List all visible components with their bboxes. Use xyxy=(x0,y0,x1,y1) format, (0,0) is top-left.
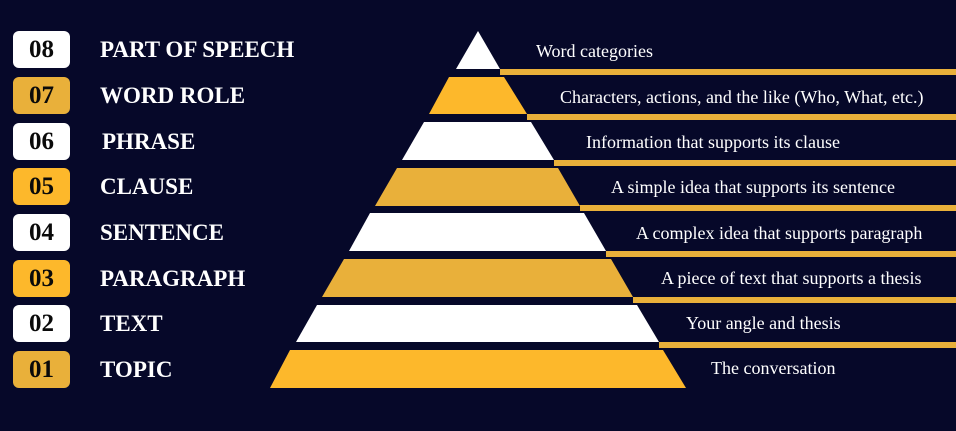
level-badge-08: 08 xyxy=(13,31,70,68)
level-label-07: WORD ROLE xyxy=(100,83,246,108)
description-02: Your angle and thesis xyxy=(686,313,841,333)
divider-lines xyxy=(500,69,956,348)
description-03: A piece of text that supports a thesis xyxy=(661,268,922,288)
description-04: A complex idea that supports paragraph xyxy=(636,223,923,243)
description-08: Word categories xyxy=(536,41,653,61)
level-badge-07: 07 xyxy=(13,77,70,114)
level-label-05: CLAUSE xyxy=(100,174,194,199)
level-label-04: SENTENCE xyxy=(100,220,224,245)
level-badge-03: 03 xyxy=(13,260,70,297)
level-badge-04: 04 xyxy=(13,214,70,251)
pyramid-band-05 xyxy=(375,168,580,206)
description-06: Information that supports its clause xyxy=(586,132,840,152)
description-05: A simple idea that supports its sentence xyxy=(611,177,895,197)
level-badge-02: 02 xyxy=(13,305,70,342)
pyramid-band-03 xyxy=(322,259,633,297)
level-badge-01: 01 xyxy=(13,351,70,388)
pyramid-band-01 xyxy=(270,350,686,388)
level-badge-06: 06 xyxy=(13,123,70,160)
description-01: The conversation xyxy=(711,358,836,378)
pyramid-band-07 xyxy=(429,77,527,114)
level-label-02: TEXT xyxy=(100,311,163,336)
pyramid-band-04 xyxy=(349,213,606,251)
level-badge-05: 05 xyxy=(13,168,70,205)
level-label-03: PARAGRAPH xyxy=(100,266,246,291)
level-label-01: TOPIC xyxy=(100,357,173,382)
pyramid-band-08 xyxy=(456,31,500,69)
level-label-08: PART OF SPEECH xyxy=(100,37,295,62)
description-07: Characters, actions, and the like (Who, … xyxy=(560,87,924,107)
level-label-06: PHRASE xyxy=(102,129,196,154)
pyramid-band-06 xyxy=(402,122,554,160)
pyramid-band-02 xyxy=(296,305,659,342)
